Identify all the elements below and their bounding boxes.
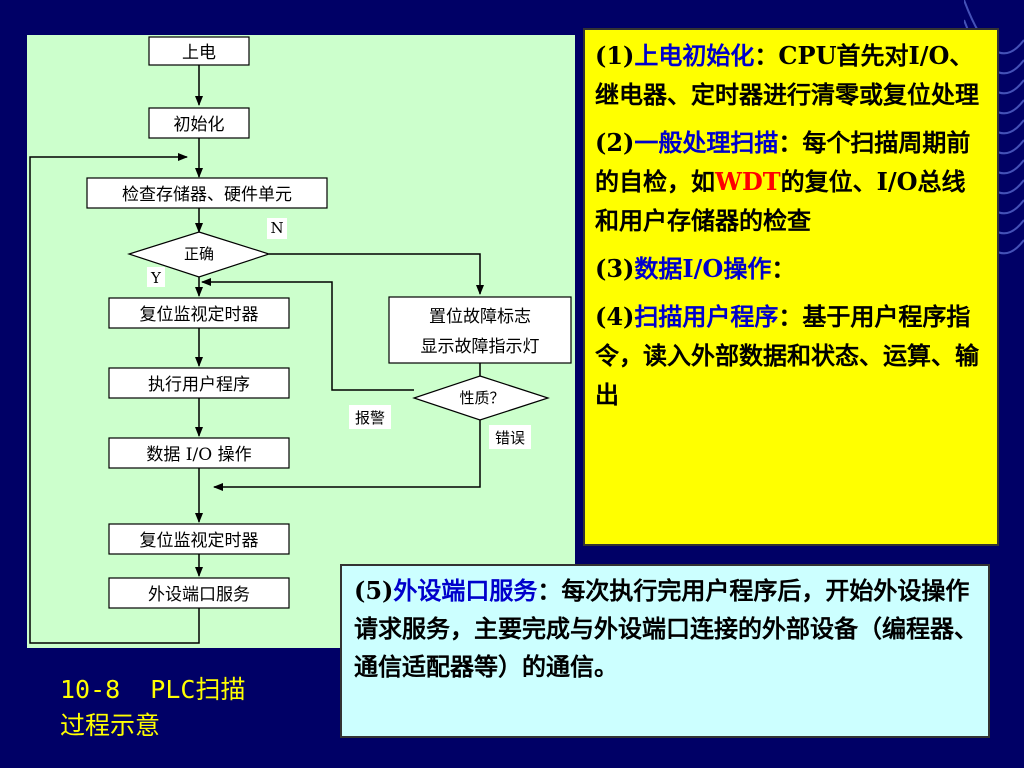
- svg-text:Y: Y: [150, 269, 162, 287]
- svg-text:性质？: 性质？: [459, 389, 504, 407]
- svg-text:复位监视定时器: 复位监视定时器: [140, 531, 259, 551]
- label-alarm: 报警: [349, 405, 391, 429]
- connector-main-loop: [29, 153, 200, 644]
- node-run-program: 执行用户程序: [108, 367, 290, 399]
- label-error: 错误: [489, 425, 531, 449]
- svg-text:执行用户程序: 执行用户程序: [148, 375, 250, 395]
- node-set-fault: 置位故障标志 显示故障指示灯: [388, 296, 572, 364]
- node-check: 检查存储器、硬件单元: [86, 177, 328, 209]
- node-peripheral: 外设端口服务: [108, 577, 290, 609]
- node-reset-wdt-2: 复位监视定时器: [108, 523, 290, 555]
- svg-text:检查存储器、硬件单元: 检查存储器、硬件单元: [122, 185, 292, 205]
- node-decision-correct: 正确: [127, 231, 271, 278]
- svg-text:错误: 错误: [495, 429, 525, 447]
- svg-text:外设端口服务: 外设端口服务: [148, 585, 250, 605]
- notes-box: (1)上电初始化：CPU首先对I/O、继电器、定时器进行清零或复位处理 (2)一…: [583, 28, 999, 546]
- node-power-on: 上电: [148, 36, 250, 66]
- note-5-box: (5)外设端口服务：每次执行完用户程序后，开始外设操作请求服务，主要完成与外设端…: [340, 564, 990, 738]
- svg-text:显示故障指示灯: 显示故障指示灯: [421, 337, 540, 357]
- svg-text:置位故障标志: 置位故障标志: [429, 307, 531, 327]
- svg-text:上电: 上电: [182, 43, 216, 63]
- label-n: N: [267, 218, 287, 239]
- connector-error: [213, 420, 481, 491]
- svg-text:复位监视定时器: 复位监视定时器: [140, 305, 259, 325]
- node-init: 初始化: [148, 107, 250, 139]
- note-3: (3)数据I/O操作：: [595, 254, 796, 283]
- connector-alarm-loop: [201, 278, 414, 391]
- flowchart-panel: 上电 初始化 检查存储器、硬件单元 正确 N Y 复位监视定时器 置位故障标志: [27, 35, 575, 648]
- caption-line-2: 过程示意: [60, 711, 161, 740]
- svg-text:初始化: 初始化: [174, 115, 225, 135]
- figure-caption: 10-8 PLC扫描 过程示意: [60, 672, 245, 744]
- caption-line-1: 10-8 PLC扫描: [60, 675, 246, 704]
- note-1: (1)上电初始化：CPU首先对I/O、继电器、定时器进行清零或复位处理: [595, 41, 979, 109]
- note-4: (4)扫描用户程序：基于用户程序指令，读入外部数据和状态、运算、输出: [595, 302, 979, 409]
- note-2: (2)一般处理扫描：每个扫描周期前的自检，如WDT的复位、I/O总线和用户存储器…: [595, 128, 971, 235]
- node-data-io: 数据 I/O 操作: [108, 437, 290, 469]
- svg-text:N: N: [270, 219, 283, 237]
- node-reset-wdt-1: 复位监视定时器: [108, 297, 290, 329]
- svg-text:数据 I/O 操作: 数据 I/O 操作: [146, 445, 251, 465]
- connector-decision-fault: [269, 253, 484, 295]
- label-y: Y: [147, 267, 165, 287]
- svg-text:正确: 正确: [184, 245, 214, 263]
- svg-text:报警: 报警: [355, 409, 385, 427]
- node-decision-nature: 性质？: [412, 375, 550, 421]
